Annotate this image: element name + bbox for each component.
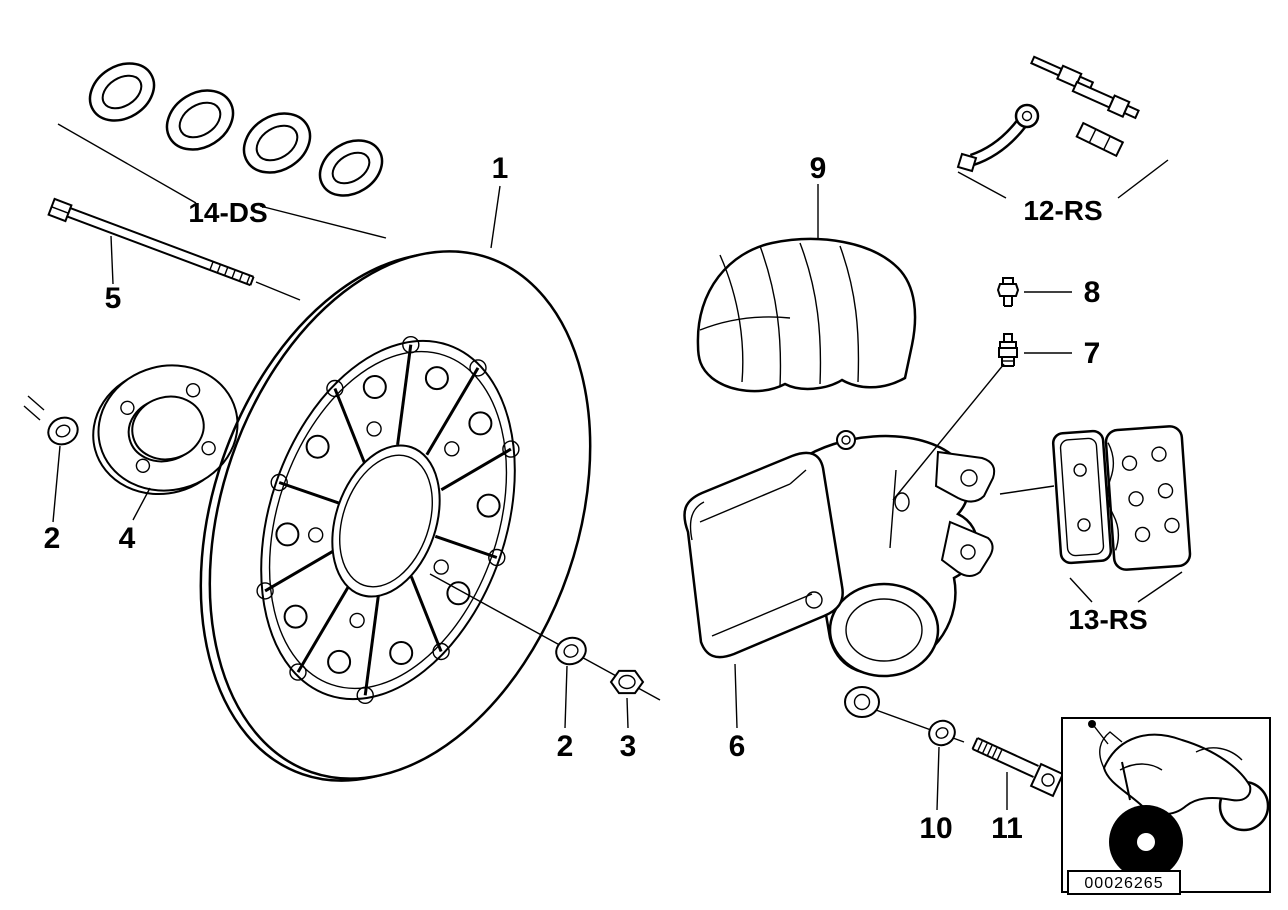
callout-2-mid: 2 (557, 730, 574, 763)
caliper-group (683, 363, 1055, 743)
callout-9: 9 (810, 152, 827, 185)
nut-group (609, 669, 645, 729)
axle-bolt-group (47, 197, 301, 301)
seal-rings-group (57, 62, 387, 239)
callout-12rs: 12-RS (1023, 195, 1102, 226)
callout-8: 8 (1084, 276, 1101, 309)
callout-13rs: 13-RS (1068, 604, 1147, 635)
callout-2-left: 2 (44, 522, 61, 555)
callout-7: 7 (1084, 337, 1101, 370)
bleed-valve-group (998, 333, 1072, 367)
callout-3: 3 (620, 730, 637, 763)
flange-leader (132, 487, 151, 521)
callout-11: 11 (991, 812, 1023, 845)
motorcycle-icon (1088, 720, 1270, 879)
washer-left-group (23, 395, 79, 523)
brake-disc-group (199, 185, 592, 782)
fitting-group (996, 277, 1072, 307)
disc-buttons (256, 336, 520, 704)
callout-6: 6 (729, 730, 746, 763)
washer-10-group (928, 719, 956, 811)
caliper-cover-group (696, 184, 917, 393)
callout-4: 4 (119, 522, 136, 555)
disc-holes (275, 366, 501, 674)
callout-1: 1 (492, 152, 509, 185)
washer-mid-group (555, 636, 587, 729)
callout-10: 10 (919, 812, 952, 845)
part-number: 00026265 (1084, 875, 1163, 892)
hub-rivets (308, 421, 460, 629)
part-number-box (1067, 870, 1181, 895)
bolt-11-group (971, 737, 1065, 810)
flange-group (92, 364, 239, 496)
repair-kit-group (956, 55, 1169, 199)
callout-5: 5 (105, 282, 122, 315)
brake-pads-group (1051, 425, 1192, 603)
callout-14ds: 14-DS (188, 197, 267, 228)
disc-spokes (264, 344, 512, 696)
motorcycle-thumbnail: 00026265 (1061, 717, 1271, 895)
